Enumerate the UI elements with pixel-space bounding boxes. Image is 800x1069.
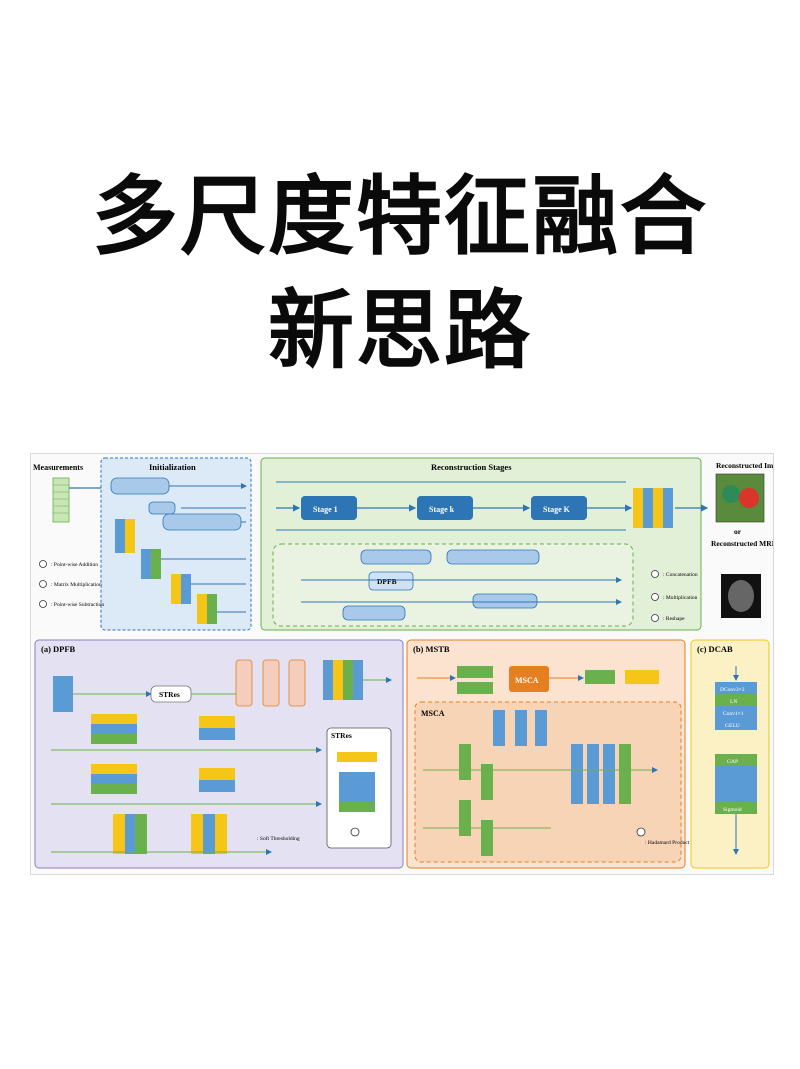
msca-block: MSCA — [509, 666, 549, 692]
title-line-1: 多尺度特征融合 — [92, 167, 708, 267]
dcab-dconv-label: DConv3×3 — [720, 687, 745, 693]
dpfb-panel — [34, 639, 404, 869]
dcab-stack: DConv3×3 LN Conv1×1 GELU GAP Sigmoid — [715, 682, 757, 814]
dpfb-panel-label: (a) DPFB — [41, 644, 76, 654]
hadamard-icon — [636, 827, 646, 837]
dpfb-left-stack — [91, 714, 235, 854]
init-op-box — [110, 477, 170, 495]
reconstructed-image-label: Reconstructed Image — [716, 461, 773, 470]
msca-detail-label: MSCA — [421, 709, 445, 718]
legend-multiplication: : Multiplication — [663, 595, 698, 601]
stage-1-block: Stage 1 — [301, 496, 357, 520]
dpfb-inner-label: DPFB — [377, 577, 397, 586]
reconstruction-label: Reconstruction Stages — [431, 462, 512, 472]
soft-threshold-icon — [350, 827, 360, 837]
legend-matrix-mult: : Matrix Multiplication — [51, 582, 102, 588]
msca-block-label: MSCA — [515, 676, 539, 685]
stres-block-a: STRes — [150, 685, 192, 703]
stres-detail-label: STRes — [331, 731, 352, 740]
reconstructed-mri-label: Reconstructed MRI Image — [711, 539, 773, 548]
stage-k-label: Stage k — [429, 505, 455, 514]
addition-icon — [39, 560, 47, 568]
legend-subtraction: : Point-wise Subtraction — [51, 602, 104, 608]
stage-K-label: Stage K — [543, 505, 571, 514]
initialization-panel — [100, 457, 252, 631]
dcab-ln-label: LN — [730, 699, 737, 705]
dpfb-detail-box — [272, 543, 634, 627]
stres-a-label: STRes — [159, 690, 180, 699]
dcab-sigmoid-label: Sigmoid — [723, 807, 742, 813]
dpfb-inner-block: DPFB — [368, 571, 414, 591]
stage-k-block: Stage k — [417, 496, 473, 520]
dcab-gap-label: GAP — [727, 759, 738, 765]
title-line-2: 新思路 — [268, 281, 532, 381]
legend-addition: : Point-wise Addition — [51, 562, 98, 568]
concat-icon — [651, 570, 659, 578]
dcab-panel-label: (c) DCAB — [697, 644, 733, 654]
msca-detail-box — [414, 701, 682, 863]
stage-1-label: Stage 1 — [313, 505, 338, 514]
legend-soft-threshold: : Soft Thresholding — [257, 835, 300, 842]
legend-hadamard: : Hadamard Product — [645, 840, 690, 846]
msca-inner-blocks — [459, 710, 631, 856]
architecture-figure: Measurements Initialization Reconstructi… — [30, 453, 797, 875]
dcab-conv1-label: Conv1×1 — [723, 711, 744, 717]
measurement-stack — [52, 477, 70, 523]
multiply-icon — [651, 593, 659, 601]
legend-concatenation: : Concatenation — [663, 572, 698, 578]
initialization-label: Initialization — [149, 462, 196, 472]
subtraction-icon — [39, 600, 47, 608]
reshape-icon — [651, 614, 659, 622]
stage-K-block: Stage K — [531, 496, 587, 520]
matrix-mult-icon — [39, 580, 47, 588]
or-label: or — [734, 527, 742, 536]
measurements-label: Measurements — [33, 463, 83, 472]
mstb-panel-label: (b) MSTB — [413, 644, 450, 654]
legend-reshape: : Reshape — [663, 616, 685, 622]
dcab-gelu-label: GELU — [725, 723, 740, 729]
